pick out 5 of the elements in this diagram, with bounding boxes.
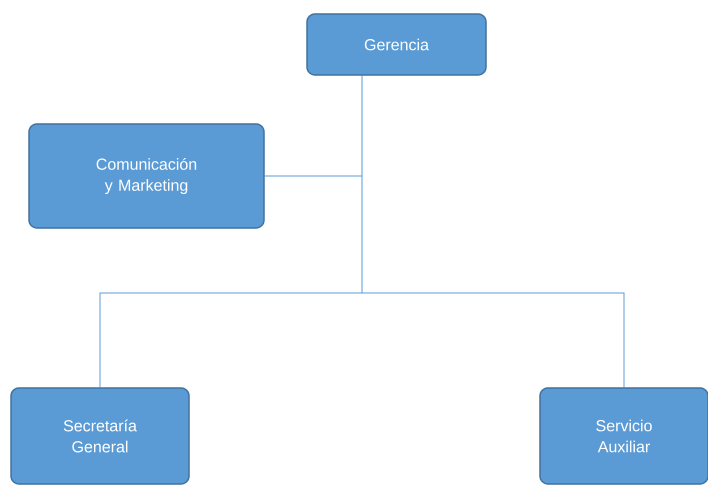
org-box: Gerencia xyxy=(306,13,487,76)
org-box: Secretaría General xyxy=(10,387,190,485)
org-box: Servicio Auxiliar xyxy=(539,387,708,485)
connector-line xyxy=(362,75,624,388)
org-box: Comunicación y Marketing xyxy=(28,123,265,229)
